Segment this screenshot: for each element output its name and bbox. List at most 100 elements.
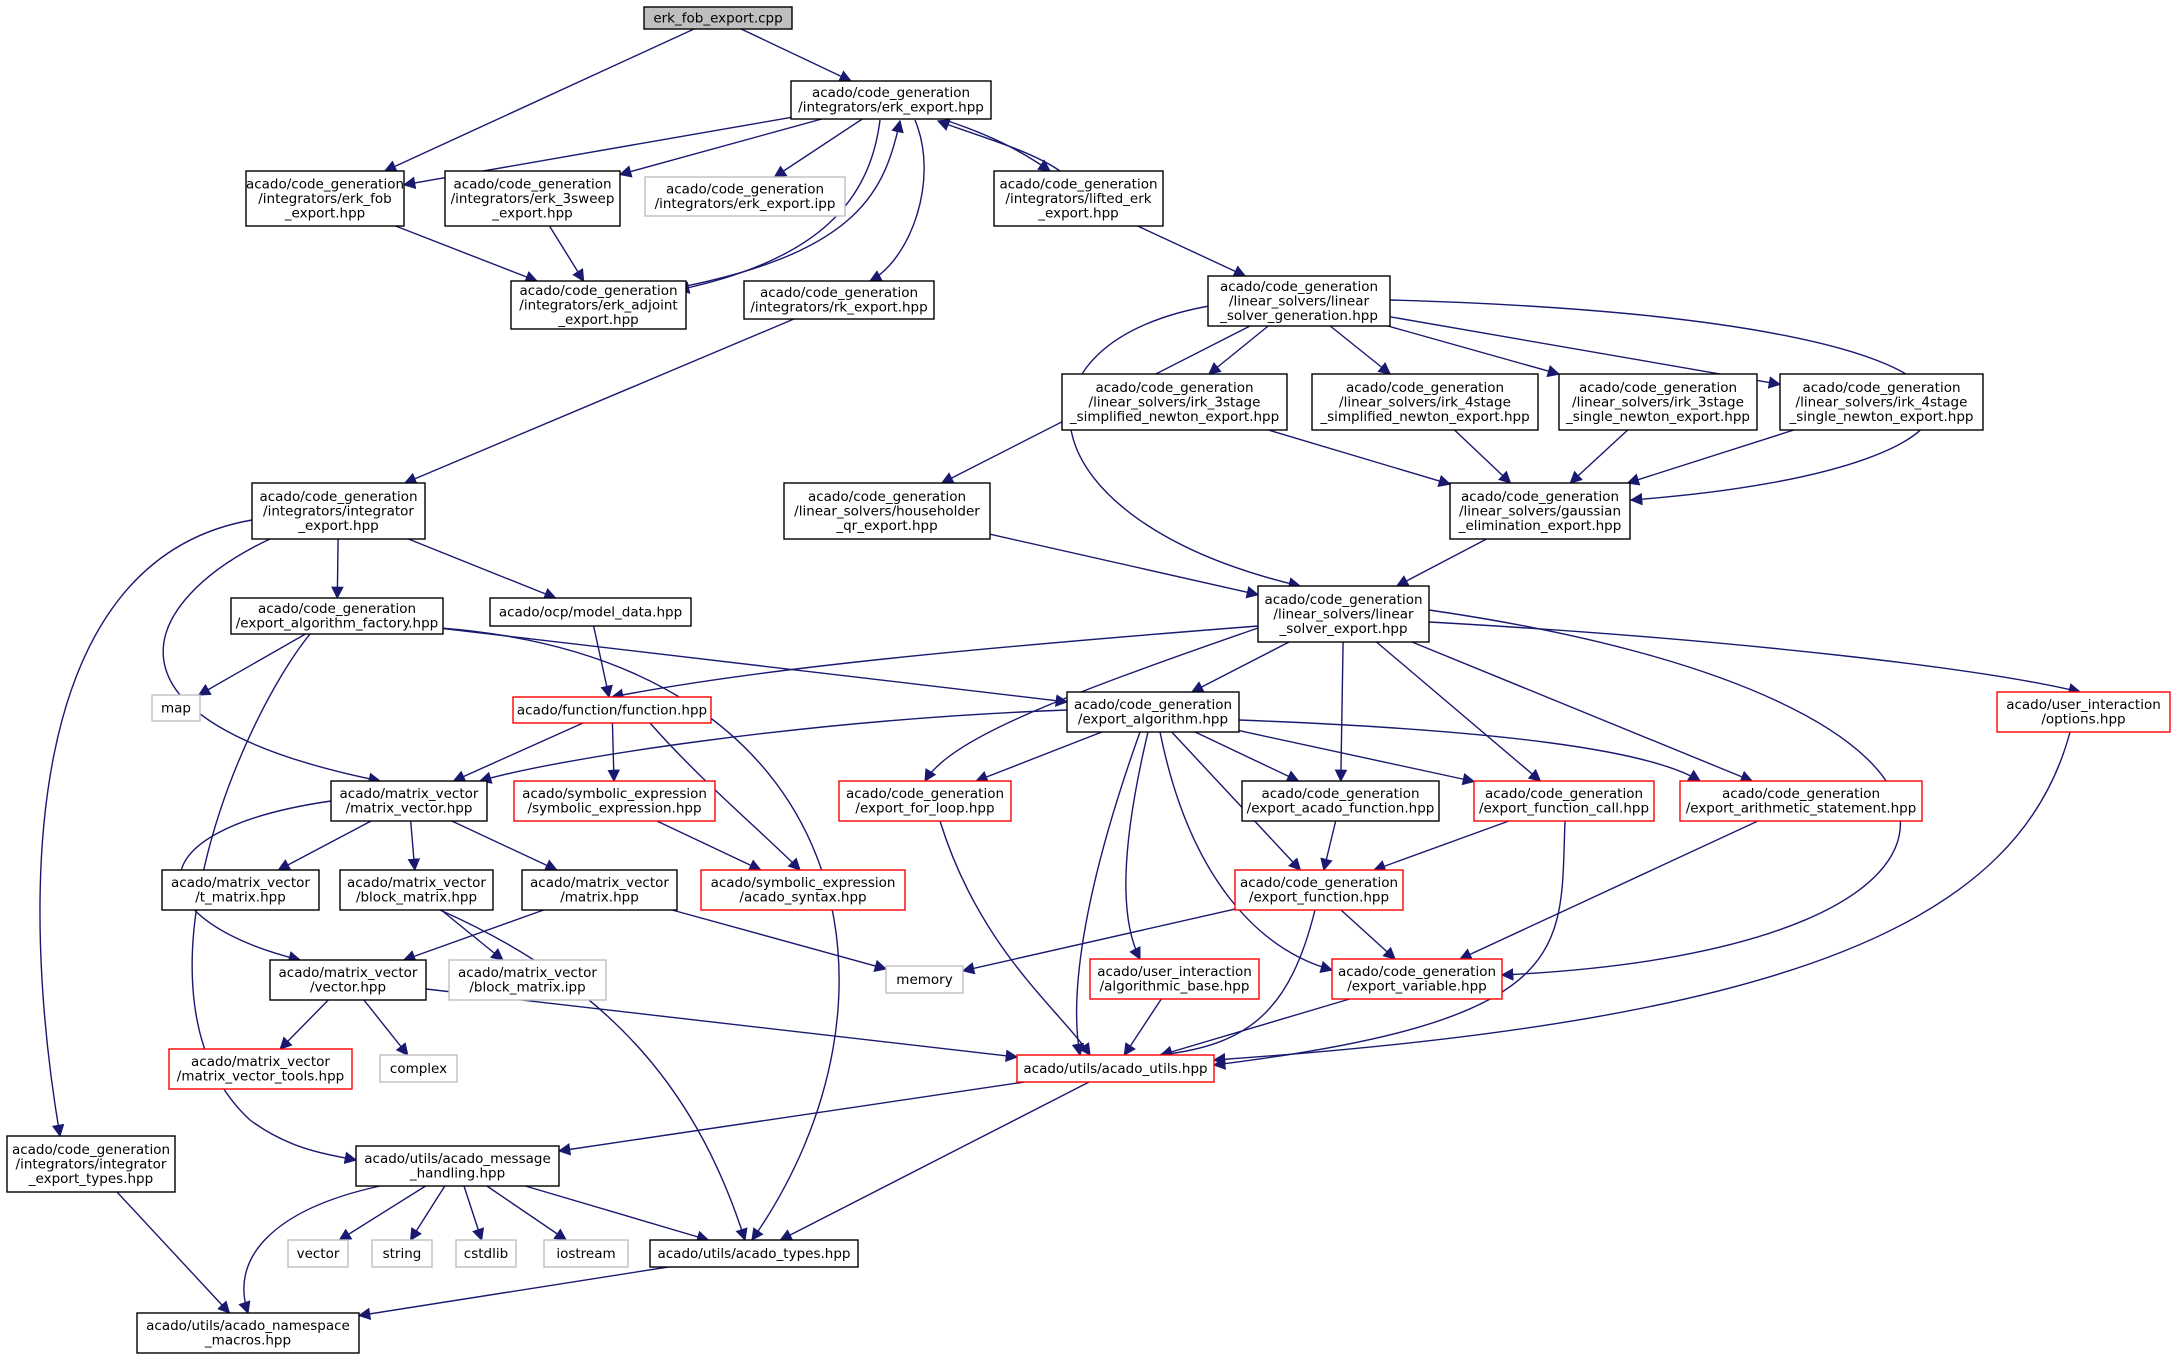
edge-acado_function-to-export_function xyxy=(1320,820,1337,872)
node-box-acado_syntax xyxy=(700,869,906,911)
node-label-lifted_erk-2: _export.hpp xyxy=(1037,205,1118,221)
edge-root-to-erk_export xyxy=(740,28,853,82)
node-block_matrix[interactable]: acado/matrix_vector/block_matrix.hpp xyxy=(339,869,494,911)
node-arith[interactable]: acado/code_generation/export_arithmetic_… xyxy=(1679,780,1923,822)
node-lin_gen[interactable]: acado/code_generation/linear_solvers/lin… xyxy=(1207,275,1391,327)
nodes-layer: erk_fob_export.cppacado/code_generation/… xyxy=(6,6,2171,1354)
edge-lifted_erk-to-erk_export xyxy=(936,119,1061,172)
node-matrix_vector[interactable]: acado/matrix_vector/matrix_vector.hpp xyxy=(330,780,488,822)
node-box-erk_fob xyxy=(245,170,405,227)
node-label-erk_adjoint-0: acado/code_generation xyxy=(519,283,677,299)
node-symbolic_expr[interactable]: acado/symbolic_expression/symbolic_expre… xyxy=(513,780,716,822)
node-box-model_data xyxy=(489,597,692,627)
edge-irk3_simp-to-gaussian xyxy=(1268,429,1452,487)
node-box-acado_types xyxy=(649,1239,859,1268)
node-label-erk_adjoint-2: _export.hpp xyxy=(557,312,638,328)
node-erk_export[interactable]: acado/code_generation/integrators/erk_ex… xyxy=(790,80,992,120)
node-export_function[interactable]: acado/code_generation/export_function.hp… xyxy=(1234,869,1404,911)
node-irk3_simp[interactable]: acado/code_generation/linear_solvers/irk… xyxy=(1061,373,1288,431)
node-label-string-0: string xyxy=(383,1246,422,1262)
node-box-string xyxy=(371,1239,433,1268)
edge-erk_export-to-erk_3sweep xyxy=(618,118,822,178)
node-alg_factory[interactable]: acado/code_generation/export_algorithm_f… xyxy=(230,597,444,635)
node-mv_tools[interactable]: acado/matrix_vector/matrix_vector_tools.… xyxy=(168,1048,353,1090)
node-box-mv_tools xyxy=(168,1048,353,1090)
node-householder[interactable]: acado/code_generation/linear_solvers/hou… xyxy=(783,482,991,540)
node-erk_fob[interactable]: acado/code_generation/integrators/erk_fo… xyxy=(245,170,405,227)
node-function_call[interactable]: acado/code_generation/export_function_ca… xyxy=(1473,780,1655,822)
node-rk_export[interactable]: acado/code_generation/integrators/rk_exp… xyxy=(743,280,935,320)
node-int_types[interactable]: acado/code_generation/integrators/integr… xyxy=(6,1135,176,1193)
node-lin_export[interactable]: acado/code_generation/linear_solvers/lin… xyxy=(1257,585,1430,643)
node-label-namespace_macros-1: _macros.hpp xyxy=(204,1333,291,1349)
node-label-memory-0: memory xyxy=(896,972,952,988)
node-root[interactable]: erk_fob_export.cpp xyxy=(643,6,793,30)
node-label-msg_handling-0: acado/utils/acado_message xyxy=(364,1151,551,1167)
edge-lin_export-to-export_algorithm xyxy=(1190,641,1290,693)
node-matrix[interactable]: acado/matrix_vector/matrix.hpp xyxy=(521,869,678,911)
node-function[interactable]: acado/function/function.hpp xyxy=(512,696,712,724)
edge-export_function-to-acado_utils xyxy=(1158,909,1316,1061)
node-erk_adjoint[interactable]: acado/code_generation/integrators/erk_ad… xyxy=(510,280,687,330)
node-label-erk_fob-2: _export.hpp xyxy=(284,205,365,221)
edge-export_algorithm-to-acado_function xyxy=(1194,731,1300,782)
node-box-acado_function xyxy=(1241,780,1440,822)
node-box-irk4_single xyxy=(1779,373,1984,431)
node-box-gaussian xyxy=(1449,482,1631,540)
edge-arith-to-export_variable xyxy=(1458,820,1759,960)
edge-export_algorithm-to-matrix_vector xyxy=(478,709,1068,784)
node-label-int_types-2: _export_types.hpp xyxy=(28,1171,153,1187)
node-irk4_single[interactable]: acado/code_generation/linear_solvers/irk… xyxy=(1779,373,1984,431)
node-acado_types[interactable]: acado/utils/acado_types.hpp xyxy=(649,1239,859,1268)
node-options[interactable]: acado/user_interaction/options.hpp xyxy=(1996,691,2171,733)
node-label-irk4_single-2: _single_newton_export.hpp xyxy=(1789,409,1974,425)
node-irk4_simp[interactable]: acado/code_generation/linear_solvers/irk… xyxy=(1311,373,1539,431)
node-erk_3sweep[interactable]: acado/code_generation/integrators/erk_3s… xyxy=(444,170,621,227)
node-model_data[interactable]: acado/ocp/model_data.hpp xyxy=(489,597,692,627)
node-label-export_variable-1: /export_variable.hpp xyxy=(1347,979,1486,995)
node-box-block_ipp xyxy=(448,959,607,1001)
node-label-irk4_simp-1: /linear_solvers/irk_4stage xyxy=(1339,394,1511,410)
node-erk_ipp: acado/code_generation/integrators/erk_ex… xyxy=(644,176,846,217)
node-label-matrix_vector-0: acado/matrix_vector xyxy=(340,786,479,802)
node-label-iostream-0: iostream xyxy=(556,1246,615,1262)
node-vector[interactable]: acado/matrix_vector/vector.hpp xyxy=(269,959,427,1001)
node-box-matrix xyxy=(521,869,678,911)
node-acado_function[interactable]: acado/code_generation/export_acado_funct… xyxy=(1241,780,1440,822)
edge-integrator-to-int_types xyxy=(39,519,253,1138)
edge-export_algorithm-to-for_loop xyxy=(975,731,1103,783)
node-label-mv_tools-0: acado/matrix_vector xyxy=(191,1054,330,1070)
edge-export_algorithm-to-acado_utils xyxy=(1071,731,1141,1057)
edge-lin_gen-to-irk3_simp xyxy=(1208,325,1269,375)
edge-integrator-to-alg_factory xyxy=(331,538,344,600)
node-t_matrix[interactable]: acado/matrix_vector/t_matrix.hpp xyxy=(161,869,320,911)
node-msg_handling[interactable]: acado/utils/acado_message_handling.hpp xyxy=(355,1145,560,1187)
edge-lin_gen-to-lin_export xyxy=(1069,304,1302,590)
node-integrator[interactable]: acado/code_generation/integrators/integr… xyxy=(251,482,426,540)
node-irk3_single[interactable]: acado/code_generation/linear_solvers/irk… xyxy=(1558,373,1758,431)
node-label-acado_syntax-0: acado/symbolic_expression xyxy=(711,875,896,891)
node-gaussian[interactable]: acado/code_generation/linear_solvers/gau… xyxy=(1449,482,1631,540)
edge-rk_export-to-integrator xyxy=(403,318,795,485)
node-namespace_macros[interactable]: acado/utils/acado_namespace_macros.hpp xyxy=(136,1312,360,1354)
node-for_loop[interactable]: acado/code_generation/export_for_loop.hp… xyxy=(838,780,1012,822)
node-label-vector-0: acado/matrix_vector xyxy=(279,965,418,981)
node-acado_utils[interactable]: acado/utils/acado_utils.hpp xyxy=(1016,1054,1215,1083)
edge-acado_types-to-namespace_macros xyxy=(357,1266,669,1321)
node-box-matrix_vector xyxy=(330,780,488,822)
node-alg_base[interactable]: acado/user_interaction/algorithmic_base.… xyxy=(1089,958,1260,1000)
edge-integrator-to-model_data xyxy=(408,538,557,600)
node-label-irk3_simp-1: /linear_solvers/irk_3stage xyxy=(1089,394,1261,410)
node-acado_syntax[interactable]: acado/symbolic_expression/acado_syntax.h… xyxy=(700,869,906,911)
node-box-std_vector xyxy=(287,1239,349,1268)
edge-function-to-matrix_vector xyxy=(452,722,584,783)
node-export_algorithm[interactable]: acado/code_generation/export_algorithm.h… xyxy=(1066,691,1240,733)
node-label-alg_factory-1: /export_algorithm_factory.hpp xyxy=(236,616,439,632)
node-memory: memory xyxy=(885,965,964,994)
node-export_variable[interactable]: acado/code_generation/export_variable.hp… xyxy=(1331,958,1503,1000)
edge-function_call-to-acado_utils xyxy=(1212,820,1566,1070)
edge-function_call-to-export_function xyxy=(1372,820,1510,873)
edge-model_data-to-function xyxy=(592,625,613,699)
node-box-msg_handling xyxy=(355,1145,560,1187)
node-lifted_erk[interactable]: acado/code_generation/integrators/lifted… xyxy=(993,170,1164,227)
